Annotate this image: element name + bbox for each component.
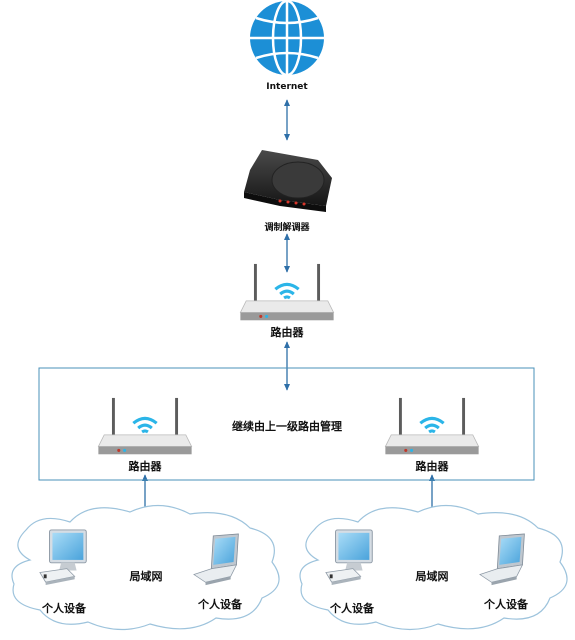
right-lan-label: 局域网 (415, 570, 449, 583)
modem-icon (244, 150, 332, 212)
router-icon-main (238, 262, 336, 322)
modem-label: 调制解调器 (264, 223, 310, 233)
left-router-label: 路由器 (128, 460, 162, 473)
router-icon-left (96, 396, 194, 456)
main-router-label: 路由器 (270, 326, 304, 339)
managed-group-box (38, 367, 535, 481)
right-desktop-label: 个人设备 (330, 602, 374, 615)
globe-icon (250, 0, 324, 77)
left-desktop-label: 个人设备 (42, 602, 86, 615)
internet-label: Internet (266, 82, 308, 92)
router-icon-right (383, 396, 481, 456)
left-lan-label: 局域网 (129, 570, 163, 583)
left-laptop-label: 个人设备 (198, 598, 242, 611)
right-laptop-label: 个人设备 (484, 598, 528, 611)
group-label: 继续由上一级路由管理 (232, 420, 342, 433)
right-router-label: 路由器 (415, 460, 449, 473)
